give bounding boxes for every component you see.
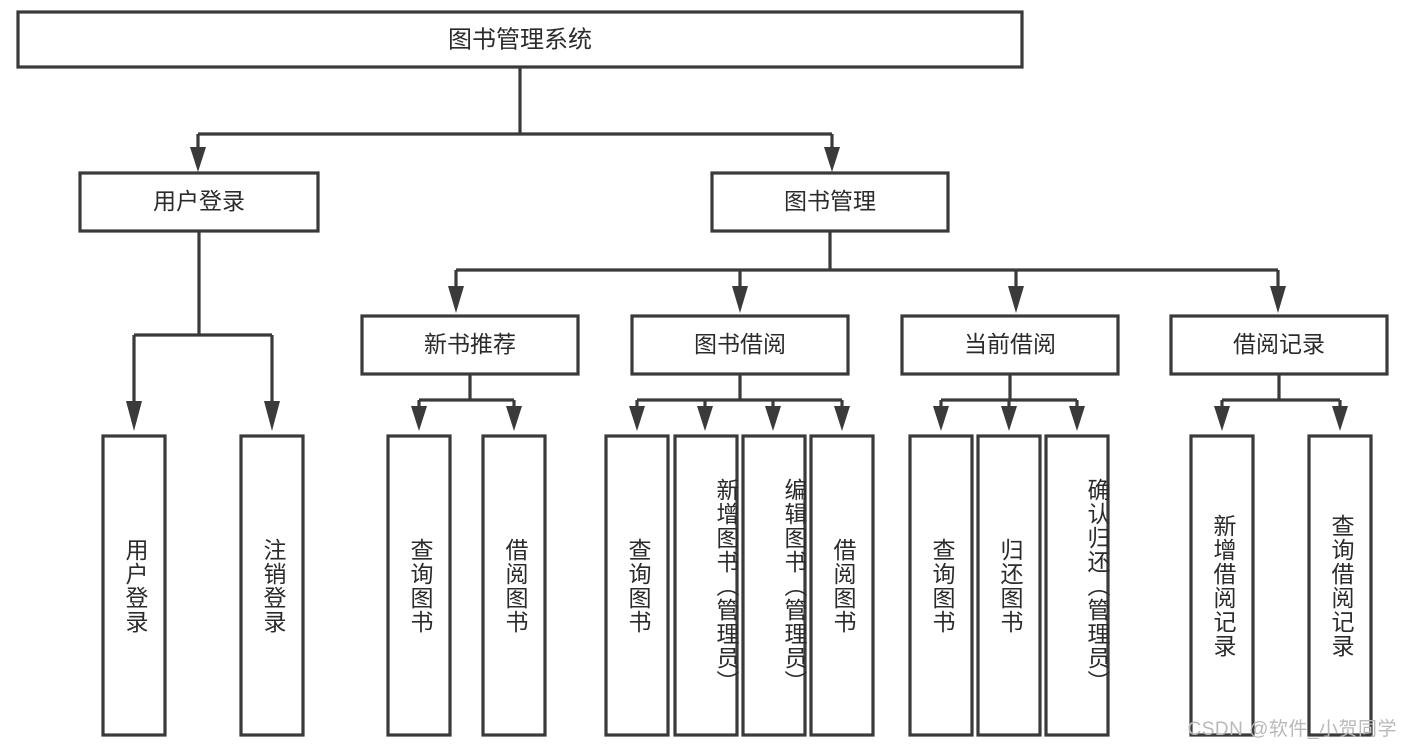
node-leaf-query-book-1[interactable] xyxy=(386,434,452,737)
connector-root-to-level2 xyxy=(190,67,840,172)
node-leaf-query-book-2[interactable] xyxy=(604,434,670,737)
connector-borrow-to-leaves xyxy=(629,374,850,431)
node-root-label: 图书管理系统 xyxy=(448,26,592,53)
node-current-borrow-label: 当前借阅 xyxy=(964,331,1056,357)
node-book-management[interactable] xyxy=(710,171,950,233)
node-user-login-label: 用户登录 xyxy=(153,188,245,214)
node-leaf-logout[interactable] xyxy=(239,434,305,737)
connector-records-to-leaves xyxy=(1214,374,1348,431)
connector-current-to-leaves xyxy=(933,374,1085,431)
node-borrow-records-label: 借阅记录 xyxy=(1233,331,1325,357)
node-current-borrow[interactable] xyxy=(900,314,1120,376)
node-leaf-edit-book-admin[interactable] xyxy=(741,434,807,737)
connector-userlogin-to-leaves xyxy=(126,231,280,431)
node-leaf-query-book-3[interactable] xyxy=(908,434,974,737)
node-user-login[interactable] xyxy=(78,171,320,233)
connector-booksmgmt-to-level3 xyxy=(448,231,1286,313)
node-leaf-user-login[interactable] xyxy=(101,434,167,737)
node-leaf-confirm-return-admin[interactable] xyxy=(1044,434,1110,737)
node-book-management-label: 图书管理 xyxy=(784,188,876,214)
node-leaf-add-book-admin[interactable] xyxy=(673,434,739,737)
node-leaf-borrow-book-2[interactable] xyxy=(809,434,875,737)
watermark-text: CSDN @软件_小贺同学 xyxy=(1187,719,1397,740)
node-book-borrow[interactable] xyxy=(630,314,850,376)
node-leaf-return-book[interactable] xyxy=(976,434,1042,737)
connector-newbook-to-leaves xyxy=(411,374,522,431)
node-leaf-add-borrow-record[interactable] xyxy=(1189,434,1255,737)
node-leaf-borrow-book-1[interactable] xyxy=(481,434,547,737)
node-borrow-records[interactable] xyxy=(1169,314,1389,376)
node-new-book-recommend[interactable] xyxy=(360,314,580,376)
node-new-book-recommend-label: 新书推荐 xyxy=(424,331,516,357)
node-leaf-query-borrow-record[interactable] xyxy=(1307,434,1373,737)
node-root[interactable] xyxy=(16,10,1024,69)
node-book-borrow-label: 图书借阅 xyxy=(694,331,786,357)
